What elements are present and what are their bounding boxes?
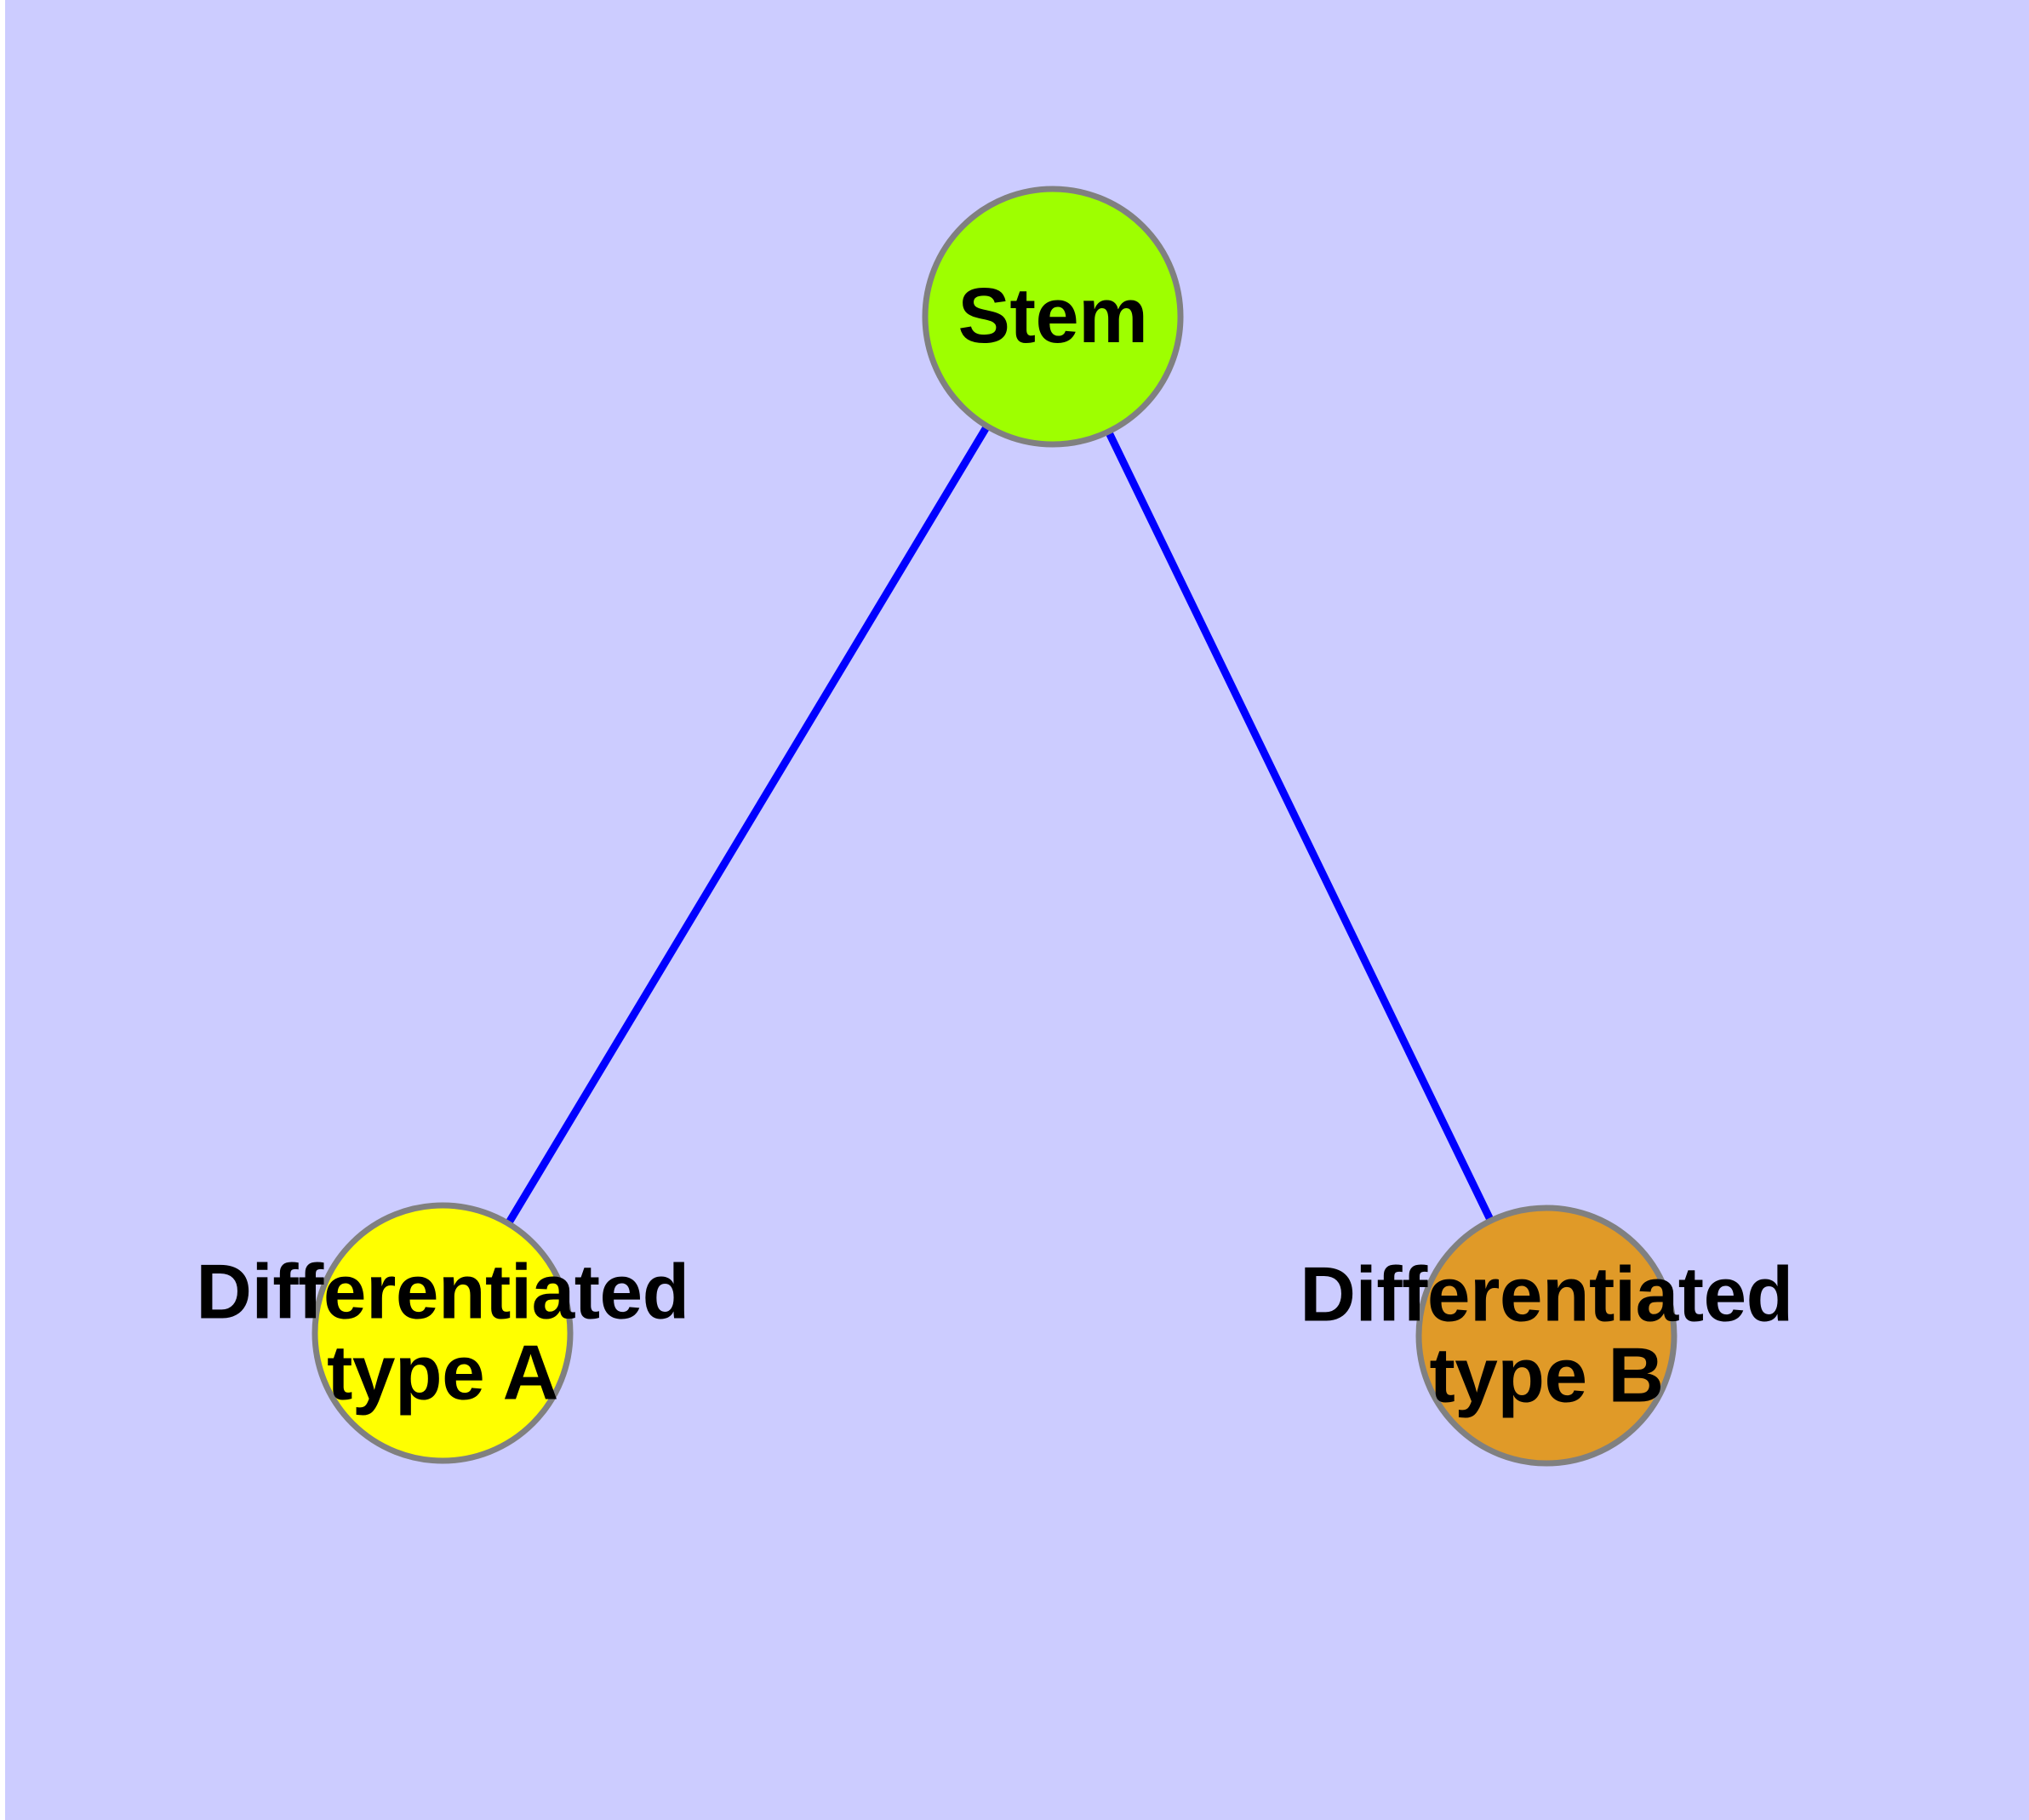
edge-stem-diff-a bbox=[439, 314, 1056, 1336]
node-differentiated-type-a[interactable] bbox=[311, 1202, 574, 1464]
edge-layer bbox=[439, 314, 1551, 1337]
node-stem[interactable] bbox=[922, 186, 1184, 448]
node-layer bbox=[311, 186, 1677, 1467]
edge-stem-diff-b bbox=[1049, 315, 1551, 1337]
node-differentiated-type-b[interactable] bbox=[1415, 1205, 1677, 1467]
